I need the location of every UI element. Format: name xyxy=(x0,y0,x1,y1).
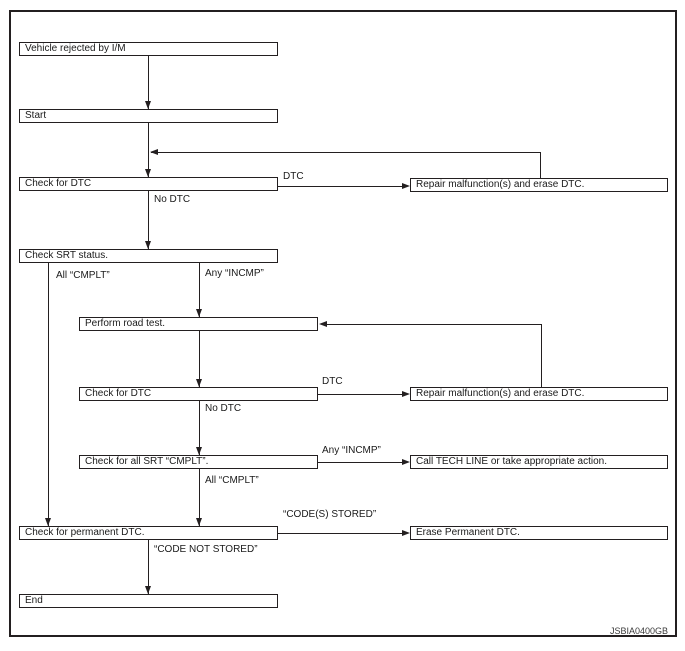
arrowhead-feedback2-into-roadtest xyxy=(319,321,327,327)
arrowhead-into-checksrt xyxy=(145,241,151,249)
arrowhead-into-allsrt xyxy=(196,447,202,455)
edge-label-all-cmplt-1: All “CMPLT” xyxy=(55,270,111,281)
figure-code: JSBIA0400GB xyxy=(609,626,668,636)
connector-feedback2-horizontal xyxy=(323,324,542,325)
arrowhead-into-repair1 xyxy=(402,183,410,189)
arrowhead-into-erase-permanent xyxy=(402,530,410,536)
connector-srt-to-roadtest xyxy=(199,263,200,317)
edge-label-dtc-2: DTC xyxy=(321,376,344,387)
arrowhead-into-end xyxy=(145,586,151,594)
edge-label-all-cmplt-2: All “CMPLT” xyxy=(204,475,260,486)
connector-codes-stored-branch xyxy=(278,533,404,534)
node-vehicle-rejected: Vehicle rejected by I/M xyxy=(19,42,278,56)
arrowhead-bypass-into-permanent xyxy=(45,518,51,526)
node-check-permanent-dtc: Check for permanent DTC. xyxy=(19,526,278,540)
connector-dtc2-branch xyxy=(318,394,404,395)
arrowhead-into-checkdtc1 xyxy=(145,169,151,177)
arrowhead-feedback1-join xyxy=(150,149,158,155)
node-perform-road-test: Perform road test. xyxy=(79,317,318,331)
node-call-tech-line: Call TECH LINE or take appropriate actio… xyxy=(410,455,668,469)
connector-any-incmp-branch xyxy=(318,462,404,463)
connector-permanent-to-end xyxy=(148,540,149,594)
arrowhead-into-start xyxy=(145,101,151,109)
arrowhead-into-permanent xyxy=(196,518,202,526)
edge-label-codes-stored: “CODE(S) STORED” xyxy=(282,509,378,520)
edge-label-any-incmp-2: Any “INCMP” xyxy=(321,445,382,456)
connector-allsrt-to-permanent xyxy=(199,469,200,526)
arrowhead-into-checkdtc2 xyxy=(196,379,202,387)
arrowhead-into-roadtest xyxy=(196,309,202,317)
connector-feedback2-drop xyxy=(541,324,542,387)
node-erase-permanent-dtc: Erase Permanent DTC. xyxy=(410,526,668,540)
arrowhead-into-techline xyxy=(402,459,410,465)
node-check-all-srt-cmplt: Check for all SRT “CMPLT”. xyxy=(79,455,318,469)
node-repair-erase-dtc-2: Repair malfunction(s) and erase DTC. xyxy=(410,387,668,401)
connector-checkdtc2-to-allsrt xyxy=(199,401,200,455)
node-repair-erase-dtc-1: Repair malfunction(s) and erase DTC. xyxy=(410,178,668,192)
node-check-dtc-1: Check for DTC xyxy=(19,177,278,191)
edge-label-any-incmp-1: Any “INCMP” xyxy=(204,268,265,279)
node-check-srt-status: Check SRT status. xyxy=(19,249,278,263)
connector-roadtest-to-checkdtc2 xyxy=(199,331,200,387)
connector-all-cmplt-bypass xyxy=(48,263,49,526)
arrowhead-into-repair2 xyxy=(402,391,410,397)
node-start: Start xyxy=(19,109,278,123)
edge-label-no-dtc-1: No DTC xyxy=(153,194,192,205)
connector-start-to-checkdtc1 xyxy=(148,123,149,177)
connector-feedback1-drop xyxy=(540,152,541,178)
node-end: End xyxy=(19,594,278,608)
edge-label-dtc-1: DTC xyxy=(282,171,305,182)
edge-label-no-dtc-2: No DTC xyxy=(204,403,243,414)
connector-checkdtc1-to-srt xyxy=(148,191,149,249)
connector-feedback1-horizontal xyxy=(151,152,541,153)
edge-label-code-not-stored: “CODE NOT STORED” xyxy=(153,544,259,555)
node-check-dtc-2: Check for DTC xyxy=(79,387,318,401)
connector-vehicle-to-start xyxy=(148,56,149,109)
connector-dtc1-branch xyxy=(278,186,404,187)
